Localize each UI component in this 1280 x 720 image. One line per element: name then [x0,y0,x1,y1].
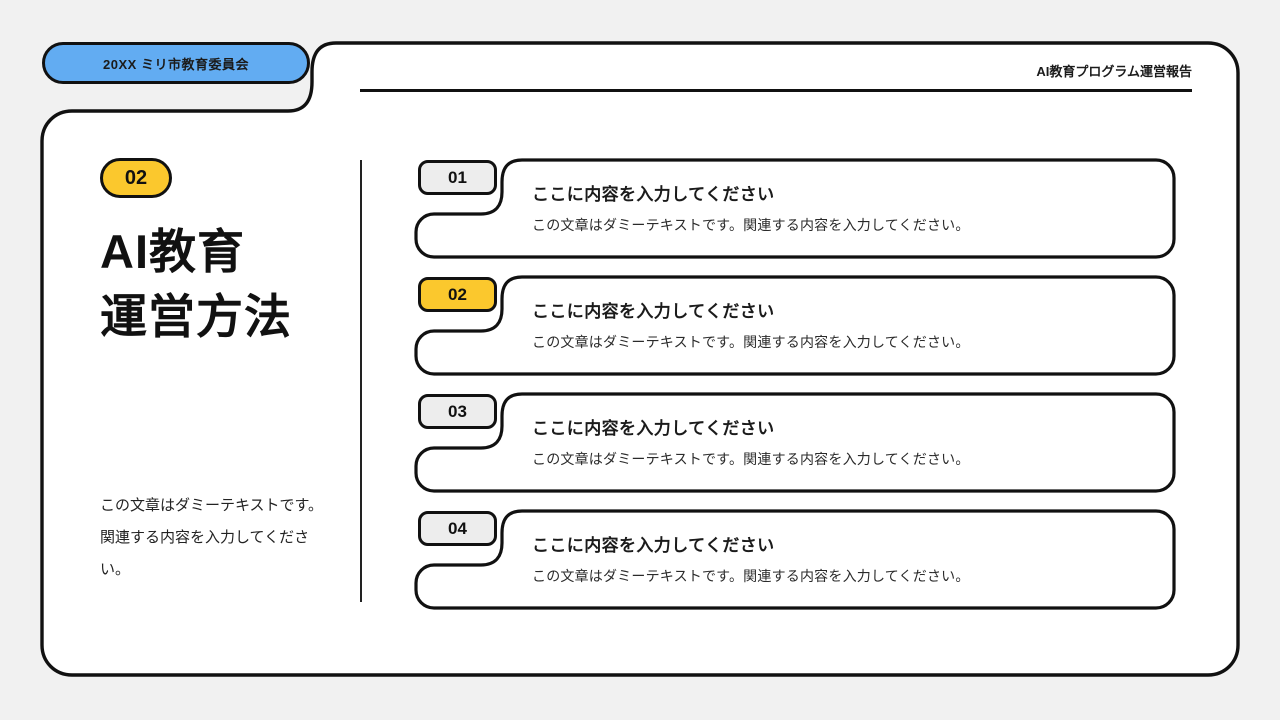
card-body: この文章はダミーテキストです。関連する内容を入力してください。 [532,217,970,233]
card-text-block: ここに内容を入力してください この文章はダミーテキストです。関連する内容を入力し… [532,414,1154,469]
page-title-line-2: 運営方法 [100,289,292,343]
left-column: 02 AI教育 運営方法 [100,158,340,350]
card-heading: ここに内容を入力してください [532,302,775,321]
card-heading: ここに内容を入力してください [532,419,775,438]
list-item[interactable]: 03 ここに内容を入力してください この文章はダミーテキストです。関連する内容を… [414,392,1176,493]
header-tab[interactable]: 20XX ミリ市教育委員会 [42,42,310,84]
left-description-text: この文章はダミーテキストです。関連する内容を入力してください。 [100,497,324,578]
page-title-line-1: AI教育 [100,225,245,278]
content-card-list: 01 ここに内容を入力してください この文章はダミーテキストです。関連する内容を… [414,158,1176,610]
card-outline [414,158,1176,259]
card-heading: ここに内容を入力してください [532,185,775,204]
card-outline [414,392,1176,493]
card-number-badge: 04 [418,511,497,546]
page-title: AI教育 運営方法 [100,220,340,350]
list-item[interactable]: 02 ここに内容を入力してください この文章はダミーテキストです。関連する内容を… [414,275,1176,376]
card-number-badge: 02 [418,277,497,312]
header-title: AI教育プログラム運営報告 [1036,64,1192,79]
header-rule-divider [360,89,1192,92]
card-text-block: ここに内容を入力してください この文章はダミーテキストです。関連する内容を入力し… [532,180,1154,235]
list-item[interactable]: 01 ここに内容を入力してください この文章はダミーテキストです。関連する内容を… [414,158,1176,259]
column-divider [360,160,362,602]
card-body: この文章はダミーテキストです。関連する内容を入力してください。 [532,334,970,350]
card-outline [414,509,1176,610]
card-text-block: ここに内容を入力してください この文章はダミーテキストです。関連する内容を入力し… [532,531,1154,586]
card-text-block: ここに内容を入力してください この文章はダミーテキストです。関連する内容を入力し… [532,297,1154,352]
card-number-badge: 03 [418,394,497,429]
section-number-badge: 02 [100,158,172,198]
header-tab-label: 20XX ミリ市教育委員会 [103,56,249,72]
card-body: この文章はダミーテキストです。関連する内容を入力してください。 [532,451,970,467]
list-item[interactable]: 04 ここに内容を入力してください この文章はダミーテキストです。関連する内容を… [414,509,1176,610]
card-body: この文章はダミーテキストです。関連する内容を入力してください。 [532,568,970,584]
card-heading: ここに内容を入力してください [532,536,775,555]
card-number-badge: 01 [418,160,497,195]
card-outline [414,275,1176,376]
